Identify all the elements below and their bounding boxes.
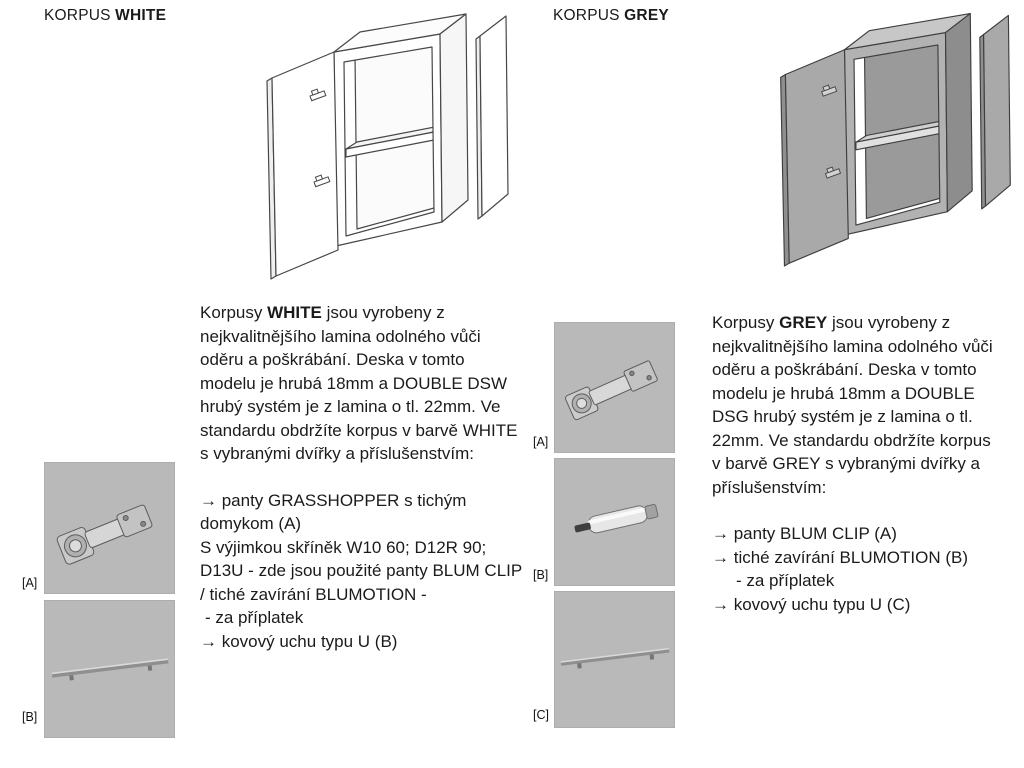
grey-hinge-image — [554, 322, 675, 453]
white-paragraph: Korpusy WHITE jsou vyrobeny z nejkvalitn… — [200, 301, 522, 466]
heading-variant: WHITE — [115, 7, 167, 24]
korpus-grey-heading: KORPUS GREY — [553, 7, 669, 25]
cabinet-drawing-icon — [780, 12, 1011, 267]
grey-handle-image — [554, 591, 675, 728]
damper-icon — [574, 503, 659, 534]
hinge-mark-icon — [821, 84, 838, 97]
hinge-icon — [56, 504, 153, 565]
paragraph-variant: GREY — [779, 313, 828, 332]
korpus-white-heading: KORPUS WHITE — [44, 7, 166, 25]
paragraph-variant: WHITE — [267, 303, 322, 322]
bullet-handle: → kovový uchu typu U (C) — [712, 594, 911, 614]
handle-icon — [51, 658, 169, 681]
hinge-mark-icon — [309, 88, 327, 102]
cabinet-drawing-icon — [266, 13, 509, 280]
grey-description: Korpusy GREY jsou vyrobeny z nejkvalitně… — [712, 311, 998, 616]
handle-icon — [560, 647, 670, 669]
figure-label-a: [A] — [22, 576, 38, 590]
figure-label-c: [C] — [533, 708, 549, 722]
grey-damper-image — [554, 458, 675, 586]
bullet-damper: → tiché zavírání BLUMOTION (B) — [712, 547, 968, 567]
paragraph-rest: jsou vyrobeny z nejkvalitnějšího lamina … — [712, 313, 993, 497]
white-bullet-list: → panty GRASSHOPPER s tichým domykom (A)… — [200, 489, 522, 654]
bullet-hinge: → panty BLUM CLIP (A) — [712, 524, 897, 543]
paragraph-lead: Korpusy — [200, 303, 268, 322]
heading-prefix: KORPUS — [553, 7, 625, 24]
bullet-handle: → kovový uchu typu U (B) — [200, 631, 398, 651]
hinge-icon — [564, 360, 658, 421]
grey-cabinet-illustration — [772, 4, 1018, 272]
white-cabinet-illustration — [258, 4, 516, 285]
white-handle-image — [44, 600, 175, 738]
bullet-note-surcharge: - za příplatek — [205, 608, 304, 627]
grey-paragraph: Korpusy GREY jsou vyrobeny z nejkvalitně… — [712, 311, 998, 499]
heading-prefix: KORPUS — [44, 7, 116, 24]
heading-variant: GREY — [624, 7, 669, 24]
bullet-damper-surcharge: - za příplatek — [736, 571, 835, 590]
bullet-note: S výjimkou skříněk W10 60; D12R 90; D13U… — [200, 537, 522, 604]
hinge-mark-icon — [313, 174, 331, 188]
paragraph-lead: Korpusy — [712, 313, 780, 332]
figure-label-b: [B] — [22, 710, 38, 724]
paragraph-rest: jsou vyrobeny z nejkvalitnějšího lamina … — [200, 303, 518, 463]
white-hinge-image — [44, 462, 175, 594]
figure-label-a: [A] — [533, 435, 549, 449]
hinge-mark-icon — [824, 166, 842, 179]
grey-bullet-list: → panty BLUM CLIP (A) → tiché zavírání B… — [712, 522, 998, 616]
white-description: Korpusy WHITE jsou vyrobeny z nejkvalitn… — [200, 301, 522, 653]
figure-label-b: [B] — [533, 568, 549, 582]
bullet-hinge: → panty GRASSHOPPER s tichým domykom (A) — [200, 490, 467, 534]
